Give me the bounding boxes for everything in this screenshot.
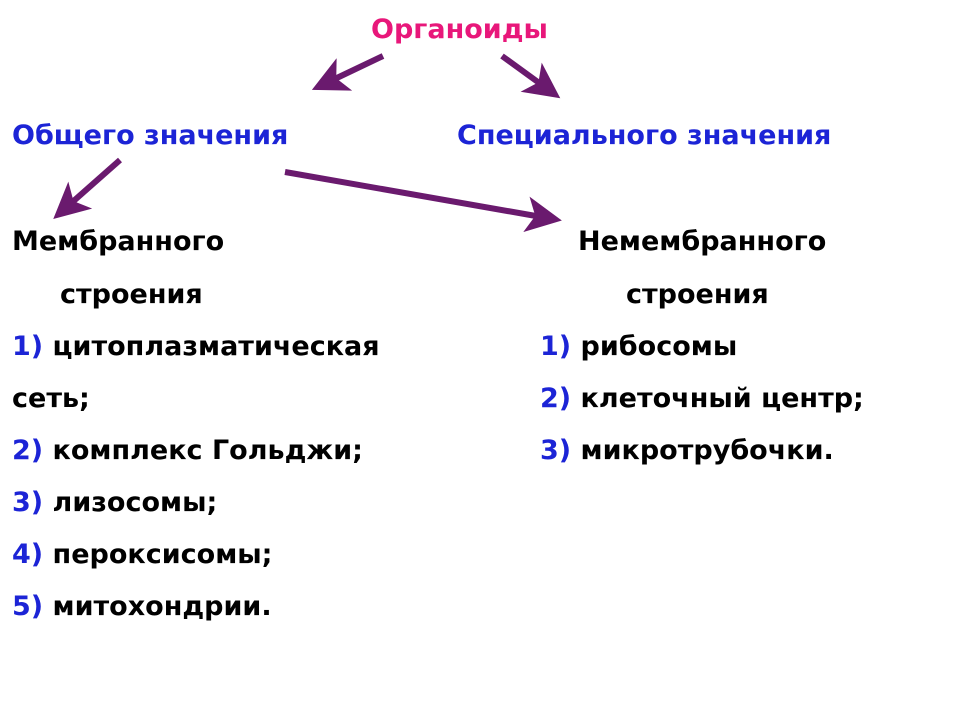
item-text: микротрубочки. (580, 435, 834, 466)
item-number: 3) (540, 435, 572, 466)
membranous-heading-line2: строения (60, 279, 203, 310)
item-number: 1) (12, 331, 44, 362)
list-item: 5) митохондрии. (12, 593, 272, 620)
item-text: лизосомы; (52, 487, 218, 518)
item-number: 2) (12, 435, 44, 466)
list-item: 3) микротрубочки. (540, 437, 834, 464)
non-membranous-heading-line2: строения (626, 279, 769, 310)
list-item: 3) лизосомы; (12, 489, 217, 516)
item-text: клеточный центр; (580, 383, 864, 414)
branch-general: Общего значения (12, 120, 289, 151)
item-text: цитоплазматическая (52, 331, 380, 362)
list-item: 1) рибосомы (540, 333, 737, 360)
list-item: 1) цитоплазматическая (12, 333, 380, 360)
arrow-to-general (311, 53, 385, 91)
list-item: 4) пероксисомы; (12, 541, 272, 568)
list-item: 2) комплекс Гольджи; (12, 437, 363, 464)
arrow-to-membranous (53, 157, 122, 219)
arrow-to-non-membranous (284, 169, 562, 233)
non-membranous-heading-line1: Немембранного (578, 226, 827, 257)
item-number: 4) (12, 539, 44, 570)
item-text: пероксисомы; (52, 539, 273, 570)
item-text: комплекс Гольджи; (52, 435, 363, 466)
item-text: рибосомы (580, 331, 738, 362)
branch-special: Специального значения (457, 120, 832, 151)
page-title: Органоиды (371, 14, 548, 45)
item-text: митохондрии. (52, 591, 272, 622)
item-number: 5) (12, 591, 44, 622)
list-item: сеть; (12, 383, 90, 414)
item-number: 2) (540, 383, 572, 414)
item-number: 1) (540, 331, 572, 362)
membranous-heading-line1: Мембранного (12, 226, 225, 257)
arrow-to-special (500, 53, 561, 99)
list-item: 2) клеточный центр; (540, 385, 864, 412)
item-number: 3) (12, 487, 44, 518)
